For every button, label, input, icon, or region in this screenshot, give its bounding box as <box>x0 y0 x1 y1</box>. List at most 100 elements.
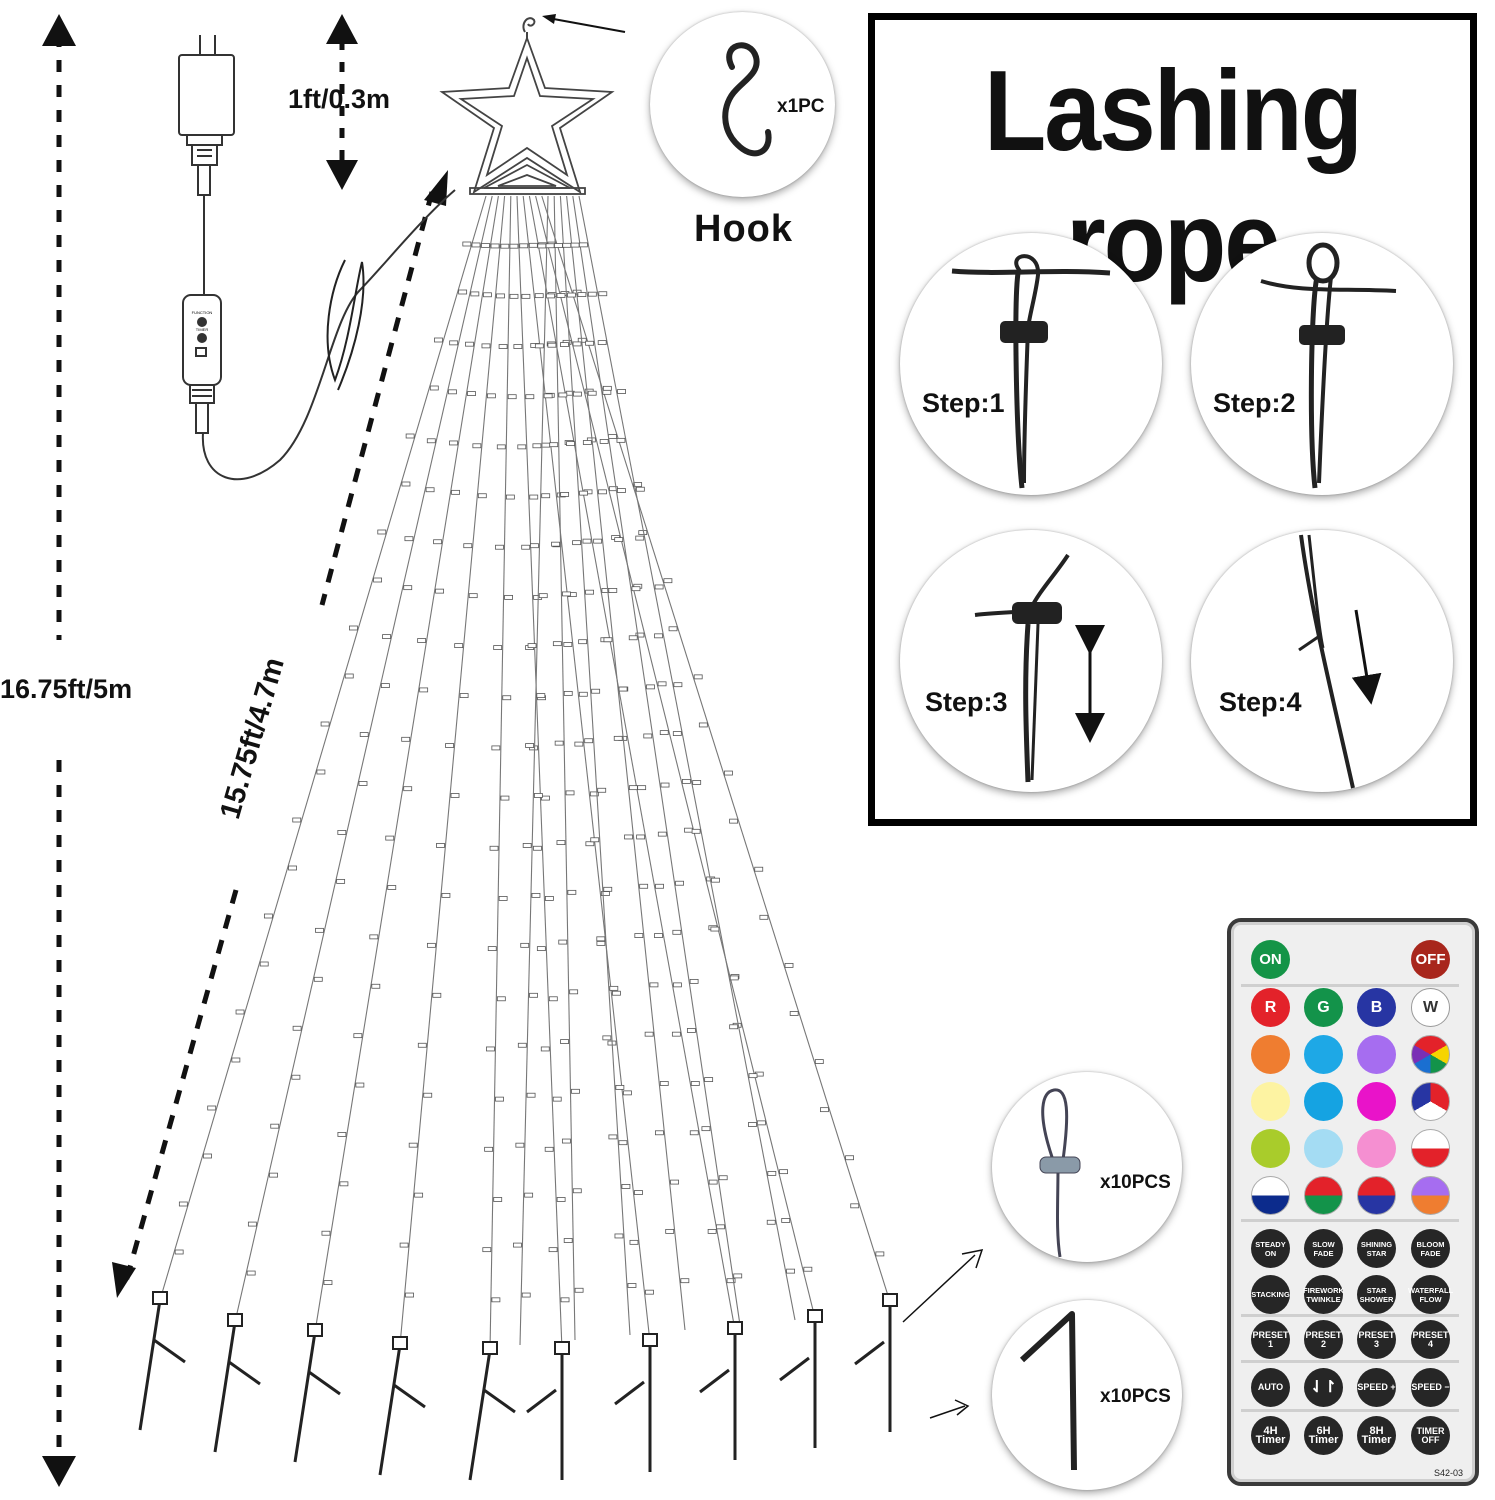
top-gap-arrow <box>326 14 358 190</box>
off-button[interactable]: OFF <box>1411 940 1450 979</box>
bulb <box>690 1081 700 1086</box>
color-swatch-button[interactable] <box>1304 1035 1343 1074</box>
color-button-r[interactable]: R <box>1251 988 1290 1027</box>
mode-button[interactable]: FIREWORK TWINKLE <box>1303 1275 1344 1314</box>
bulb <box>524 1192 534 1198</box>
bulb <box>548 996 558 1002</box>
bulb <box>419 687 429 693</box>
bulb <box>235 1009 245 1015</box>
on-button[interactable]: ON <box>1251 940 1290 979</box>
control-button[interactable]: AUTO <box>1251 1368 1290 1407</box>
timer-button[interactable]: 8H Timer <box>1357 1416 1396 1455</box>
bulb <box>432 992 442 998</box>
direction-button[interactable]: ⇃↾ <box>1304 1368 1343 1407</box>
mode-button[interactable]: WATERFALL FLOW <box>1408 1275 1453 1314</box>
color-swatch-button[interactable] <box>1357 1035 1396 1074</box>
color-swatch-button[interactable] <box>1251 1129 1290 1168</box>
bulb <box>436 843 445 848</box>
bulb <box>433 539 442 545</box>
bulb <box>321 1230 331 1236</box>
timer-button[interactable]: 4H Timer <box>1251 1416 1290 1455</box>
preset-button[interactable]: PRESET 2 <box>1304 1320 1343 1359</box>
color-swatch-button[interactable] <box>1304 1176 1343 1215</box>
mode-button[interactable]: BLOOM FADE <box>1411 1229 1450 1268</box>
bulb <box>517 1042 527 1048</box>
timer-button[interactable]: 6H Timer <box>1304 1416 1343 1455</box>
control-button[interactable]: SPEED + <box>1357 1368 1396 1407</box>
bulb <box>733 1273 743 1279</box>
color-swatch-button[interactable] <box>1251 1176 1290 1215</box>
color-button-w[interactable]: W <box>1411 988 1450 1027</box>
bulb <box>572 1188 582 1194</box>
bulb <box>269 1172 278 1178</box>
color-button-b[interactable]: B <box>1357 988 1396 1027</box>
bulb <box>425 487 435 493</box>
mode-button[interactable]: SLOW FADE <box>1304 1229 1343 1268</box>
bulb <box>534 293 544 299</box>
control-button[interactable]: SPEED − <box>1411 1368 1450 1407</box>
svg-text:FUNCTION: FUNCTION <box>192 310 213 315</box>
bulb <box>585 841 595 847</box>
svg-text:TIMER: TIMER <box>196 327 209 332</box>
bulb <box>529 494 539 500</box>
bulb <box>490 243 500 249</box>
preset-button[interactable]: PRESET 1 <box>1251 1320 1290 1359</box>
mode-button[interactable]: STAR SHOWER <box>1357 1275 1396 1314</box>
bulb <box>875 1251 885 1257</box>
bulb <box>472 443 482 449</box>
bulb <box>313 976 323 982</box>
color-swatch-button[interactable] <box>1411 1082 1450 1121</box>
bulb <box>377 529 387 535</box>
lashing-rope-panel: Lashing rope Step:1 Step:2 S <box>868 13 1477 826</box>
color-swatch-button[interactable] <box>1304 1082 1343 1121</box>
color-swatch-button[interactable] <box>1357 1082 1396 1121</box>
light-string <box>572 195 741 1326</box>
bulb <box>563 1238 573 1243</box>
bulb <box>596 936 606 942</box>
bulb <box>509 243 519 249</box>
bulb <box>491 745 501 751</box>
timer-button[interactable]: TIMER OFF <box>1411 1416 1450 1455</box>
string-end-connector <box>392 1336 408 1350</box>
color-swatch-button[interactable] <box>1411 1035 1450 1074</box>
mode-button[interactable]: STEADY ON <box>1251 1229 1290 1268</box>
bulb <box>521 1292 531 1298</box>
bulb <box>820 1107 829 1113</box>
color-swatch-button[interactable] <box>1357 1129 1396 1168</box>
bulb <box>673 982 682 988</box>
bulb <box>541 442 551 448</box>
color-button-g[interactable]: G <box>1304 988 1343 1027</box>
mode-button-label: SLOW FADE <box>1312 1239 1335 1258</box>
mode-button[interactable]: SHINING STAR <box>1357 1229 1396 1268</box>
bulb <box>551 541 560 547</box>
step-2-label: Step:2 <box>1213 388 1296 418</box>
ground-stakes <box>138 1291 898 1481</box>
light-string <box>519 195 549 1346</box>
light-string <box>314 195 499 1333</box>
step-1-label: Step:1 <box>922 388 1005 418</box>
bulb <box>578 691 588 697</box>
bulb <box>489 845 499 851</box>
light-string <box>516 195 563 1351</box>
bulb <box>560 492 570 497</box>
preset-button-label: PRESET 3 <box>1358 1329 1395 1349</box>
bulb <box>423 1092 433 1098</box>
step-3-illustration <box>974 553 1105 783</box>
star-topper-icon <box>439 35 615 195</box>
color-swatch-button[interactable] <box>1251 1082 1290 1121</box>
preset-button[interactable]: PRESET 4 <box>1411 1320 1450 1359</box>
color-swatch-button[interactable] <box>1304 1129 1343 1168</box>
preset-button[interactable]: PRESET 3 <box>1357 1320 1396 1359</box>
color-swatch-button[interactable] <box>1357 1176 1396 1215</box>
bulb <box>481 242 490 248</box>
color-swatch-button[interactable] <box>1251 1035 1290 1074</box>
bulb <box>754 866 764 872</box>
color-swatch-button[interactable] <box>1411 1129 1450 1168</box>
ground-stake <box>213 1321 261 1453</box>
bulb <box>292 817 302 823</box>
bulb <box>500 795 510 801</box>
color-swatch-button[interactable] <box>1411 1176 1450 1215</box>
mode-button[interactable]: STACKING <box>1251 1275 1290 1314</box>
light-strings <box>159 195 891 1351</box>
bulb <box>385 835 395 841</box>
